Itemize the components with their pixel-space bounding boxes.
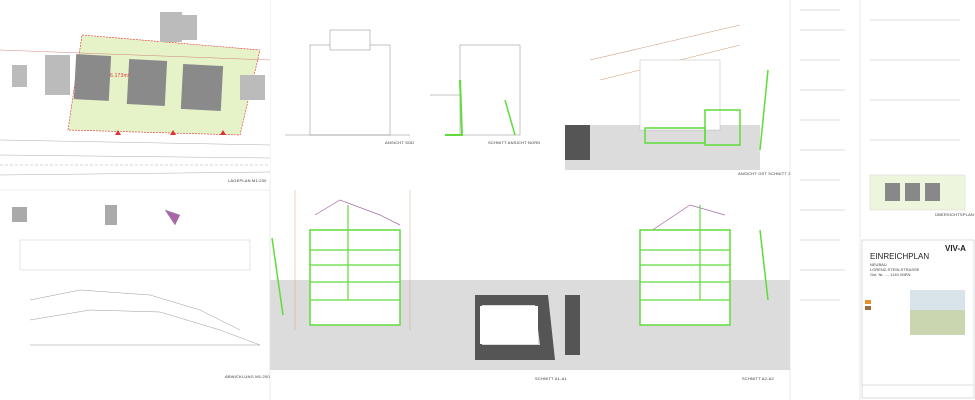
section-a1-label: SCHNITT A1-A1 (535, 376, 567, 381)
project-line-1: NEUBAU (870, 262, 887, 267)
north-section (430, 44, 521, 136)
site-plan-label: LAGEPLAN M1:200 (228, 178, 267, 183)
unfolded-elevation (12, 205, 261, 346)
south-elevation-label: ANSICHT SÜD (385, 140, 415, 145)
section-a2 (565, 204, 769, 355)
project-line-2: LORENZ-STEIN-STRASSE (870, 267, 920, 272)
section-a1 (271, 190, 555, 360)
plan-type-title: EINREICHPLAN (870, 252, 930, 261)
legend-lines (800, 9, 960, 301)
overview-plan (869, 174, 966, 211)
section-a2-label: SCHNITT A2-A2 (742, 376, 774, 381)
unfolded-elevation-label: ABWICKLUNG M1:200 (225, 374, 270, 379)
company-logo: VIV-A (945, 244, 966, 253)
north-section-label: SCHNITT ANSICHT NORD (488, 140, 541, 145)
site-area-label: 6.173m² (110, 73, 130, 79)
east-section (589, 24, 769, 151)
site-plan (0, 0, 271, 180)
overview-plan-label: ÜBERSICHTSPLAN (935, 212, 975, 217)
south-elevation (285, 29, 410, 136)
project-line-3: Gst. Nr. ..., 1140 WIEN (870, 272, 911, 277)
east-section-label: ANSICHT OST SCHNITT 2 (738, 171, 791, 176)
